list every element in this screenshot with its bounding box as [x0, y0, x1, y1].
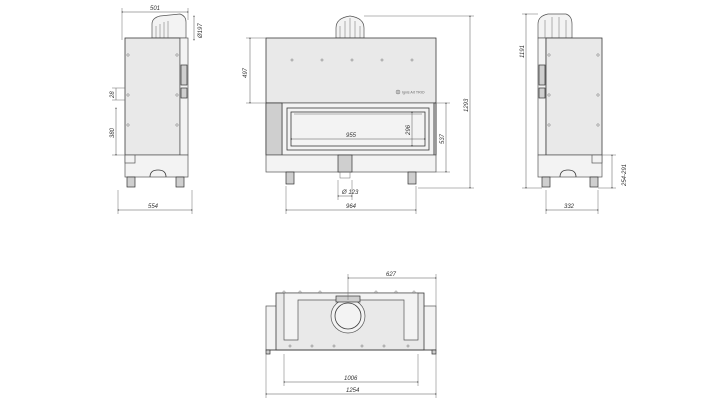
dim-top-width: 627	[386, 272, 397, 278]
brand-label: Ignis Art TRIO	[402, 91, 425, 95]
dim-front-leg-span: 964	[346, 204, 357, 210]
dim-side-top-width: 501	[150, 6, 160, 12]
dim-side-flue-diameter: Ø197	[198, 23, 204, 39]
dim-front-inlet-diameter: Ø 123	[341, 190, 359, 196]
dim-top-overall-width: 1254	[346, 388, 360, 394]
dim-front-door-width: 955	[346, 133, 357, 139]
side-view-right: 1191 254-291 332	[520, 13, 628, 214]
front-view: Ignis Art TRIO 497 955 296 537 1293 Ø 12…	[243, 15, 474, 214]
dim-right-total-height: 1191	[520, 45, 526, 58]
dim-front-door-height: 296	[406, 124, 412, 136]
side-view-left: 501 Ø197 28 380 554	[110, 6, 204, 214]
dim-side-base-width: 554	[148, 204, 159, 210]
dim-side-inlet-height: 380	[110, 127, 116, 138]
dim-front-glass-height: 537	[440, 133, 446, 144]
dim-front-total-height: 1293	[464, 98, 470, 112]
dim-right-leg-height: 254-291	[622, 164, 628, 187]
dim-right-base-width: 332	[564, 204, 575, 210]
dim-side-offset: 28	[110, 91, 116, 99]
dim-top-inner-width: 1006	[344, 376, 358, 382]
dim-front-upper-height: 497	[243, 67, 249, 78]
flame-logo-icon	[395, 89, 401, 95]
top-view: 627 1006 1254	[265, 272, 437, 398]
